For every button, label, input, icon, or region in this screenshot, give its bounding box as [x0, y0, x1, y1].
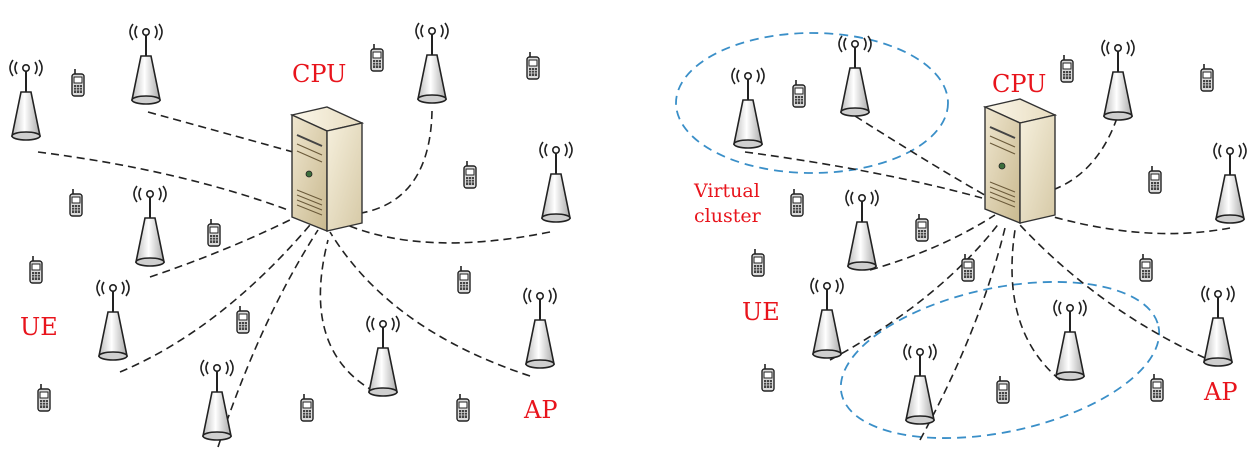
antenna-icon — [96, 279, 130, 361]
phone-icon — [236, 305, 250, 334]
ue-label: UE — [742, 298, 780, 326]
phone-icon — [37, 383, 51, 412]
left-links — [37, 110, 551, 448]
antenna-icon — [845, 189, 879, 271]
phone-icon — [792, 79, 806, 108]
antenna-icon — [523, 287, 557, 369]
antenna-icon — [129, 23, 163, 105]
phone-icon — [463, 160, 477, 189]
antenna-icon — [415, 22, 449, 104]
phone-icon — [457, 265, 471, 294]
phone-icon — [790, 188, 804, 217]
antenna-icon — [1201, 285, 1235, 367]
phone-icon — [207, 218, 221, 247]
antenna-icon — [366, 315, 400, 397]
virtual-cluster-outline — [675, 32, 949, 174]
ue-label: UE — [20, 313, 58, 341]
phone-icon — [996, 375, 1010, 404]
phone-icon — [1150, 373, 1164, 402]
ap-label: AP — [524, 396, 558, 424]
antenna-icon — [1213, 142, 1247, 224]
phone-icon — [1060, 54, 1074, 83]
antenna-icon — [539, 141, 573, 223]
antenna-icon — [810, 277, 844, 359]
phone-icon — [526, 51, 540, 80]
antenna-icon — [1101, 39, 1135, 121]
antenna-icon — [200, 359, 234, 441]
virtual-cluster-label-line1: Virtual — [694, 180, 760, 202]
left-panel — [9, 22, 573, 448]
cpu-label: CPU — [992, 70, 1047, 98]
antenna-icon — [133, 185, 167, 267]
phone-icon — [456, 393, 470, 422]
phone-icon — [71, 68, 85, 97]
phone-icon — [370, 43, 384, 72]
virtual-cluster-label-line2: cluster — [694, 204, 761, 227]
antenna-icon — [1053, 299, 1087, 381]
phone-icon — [1148, 165, 1162, 194]
virtual-cluster-outline — [839, 281, 1161, 439]
antenna-icon — [903, 343, 937, 425]
phone-icon — [69, 188, 83, 217]
phone-icon — [1200, 63, 1214, 92]
ap-label: AP — [1204, 378, 1238, 406]
virtual-cluster-label: Virtual cluster — [694, 179, 761, 228]
antenna-icon — [9, 59, 43, 141]
phone-icon — [761, 363, 775, 392]
phone-icon — [751, 248, 765, 277]
cpu-label: CPU — [292, 60, 347, 88]
antenna-icon — [838, 35, 872, 117]
server-icon — [984, 98, 1056, 224]
phone-icon — [915, 213, 929, 242]
antenna-icon — [731, 67, 765, 149]
phone-icon — [1139, 253, 1153, 282]
right-links — [744, 115, 1231, 441]
right-panel — [675, 32, 1247, 441]
phone-icon — [300, 393, 314, 422]
phone-icon — [29, 255, 43, 284]
server-icon — [291, 106, 363, 232]
